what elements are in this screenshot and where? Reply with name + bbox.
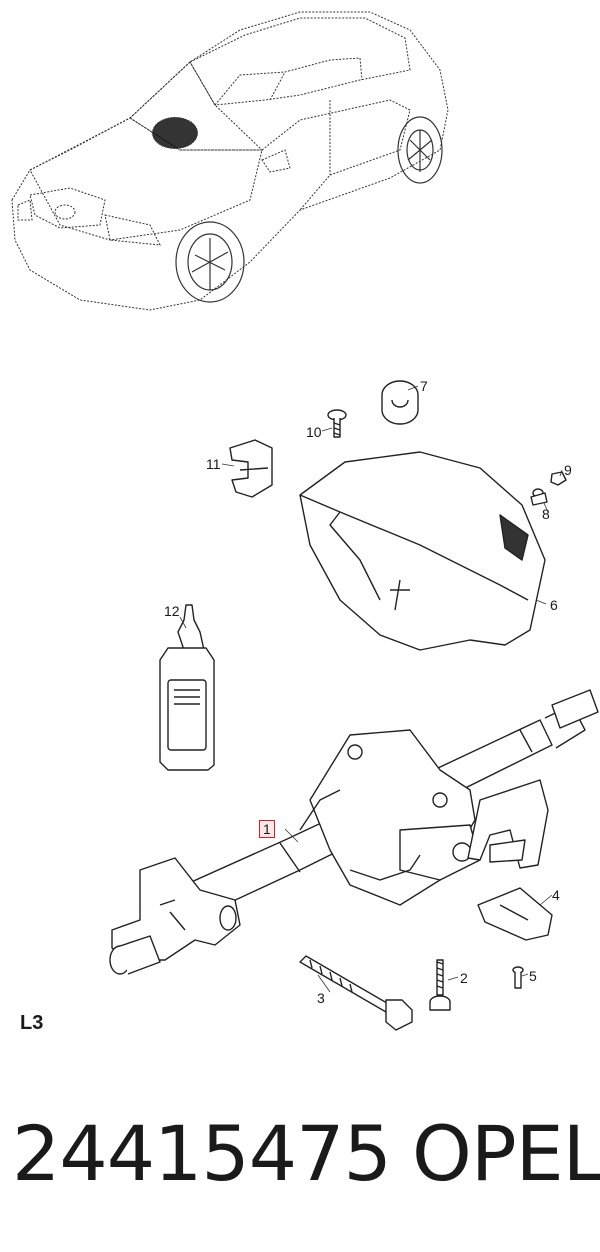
part-1-steering-column: [109, 689, 599, 975]
callout-5[interactable]: 5: [529, 968, 537, 984]
part-12-bottle: [159, 604, 215, 771]
part-11-clip: [229, 439, 273, 498]
callout-1[interactable]: 1: [259, 820, 275, 838]
part-8-screw: [530, 488, 548, 506]
part-6-cover: [299, 451, 546, 651]
steering-location-highlight: [152, 117, 198, 149]
callout-3[interactable]: 3: [317, 990, 325, 1006]
car-overview-illustration: [11, 11, 449, 311]
parts-exploded-view: [109, 380, 599, 1031]
brand-name: OPEL: [412, 1109, 600, 1198]
part-9-nut: [550, 471, 567, 486]
part-7-clip: [381, 380, 419, 425]
callout-6[interactable]: 6: [550, 597, 558, 613]
part-5-screw: [512, 966, 524, 989]
callout-10[interactable]: 10: [306, 424, 322, 440]
part-3-bolt: [299, 955, 413, 1031]
part-4-pad: [477, 887, 553, 941]
callout-8[interactable]: 8: [542, 506, 550, 522]
part-number: 24415475: [12, 1109, 392, 1198]
part-10-screw: [327, 409, 347, 438]
callout-2[interactable]: 2: [460, 970, 468, 986]
callout-11[interactable]: 11: [206, 456, 221, 472]
section-label: L3: [20, 1012, 44, 1034]
part-2-bolt: [429, 959, 451, 1011]
callout-7[interactable]: 7: [420, 378, 428, 394]
callout-4[interactable]: 4: [552, 887, 560, 903]
callout-12[interactable]: 12: [164, 603, 180, 619]
callout-9[interactable]: 9: [564, 462, 572, 478]
